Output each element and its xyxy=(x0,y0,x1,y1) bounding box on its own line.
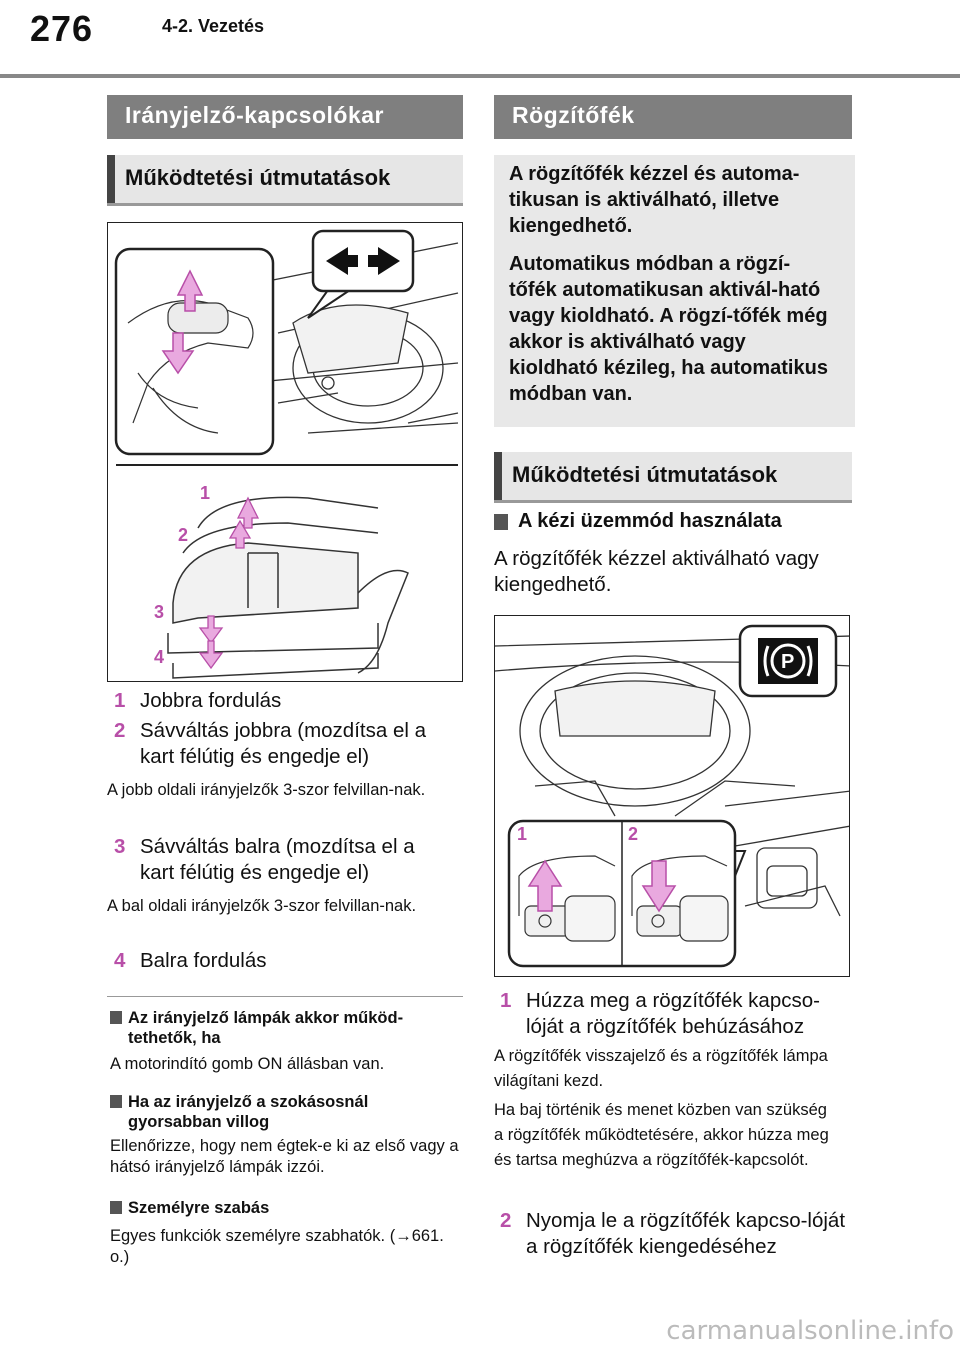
square-bullet-icon xyxy=(110,1095,122,1108)
left-step-3: 3 Sávváltás balra (mozdítsa el a kart fé… xyxy=(114,834,470,886)
note-2-title: Ha az irányjelző a szokásosnál gyorsabba… xyxy=(110,1092,466,1132)
step-1-note-2: Ha baj történik és menet közben van szük… xyxy=(494,1101,829,1169)
step-number: 1 xyxy=(114,689,126,712)
note-2-body: Ellenőrizze, hogy nem égtek-e ki az első… xyxy=(110,1137,459,1176)
step-text: Sávváltás balra (mozdítsa el a kart félú… xyxy=(140,835,415,884)
square-bullet-icon xyxy=(110,1011,122,1024)
figure-label-2: 2 xyxy=(178,525,188,545)
note-1-title: Az irányjelző lámpák akkor működ-tethető… xyxy=(110,1008,466,1048)
right-arrow-icon xyxy=(368,247,400,275)
turn-arrows-callout xyxy=(311,229,415,293)
figure-label-2: 2 xyxy=(628,824,638,844)
turn-signal-band: Irányjelző-kapcsolókar xyxy=(107,95,463,139)
step-1-note-1: A rögzítőfék visszajelző és a rögzítőfék… xyxy=(494,1047,828,1090)
turn-signal-figure: 1 2 3 4 xyxy=(107,222,463,682)
watermark: carmanualsonline.info xyxy=(666,1316,954,1346)
note-title-text: Ha az irányjelző a szokásosnál gyorsabba… xyxy=(128,1093,369,1131)
step-text: Balra fordulás xyxy=(140,949,267,972)
square-bullet-icon xyxy=(110,1201,122,1214)
p-indicator-icon xyxy=(770,643,806,679)
figure-label-4: 4 xyxy=(154,647,164,667)
svg-text:P: P xyxy=(781,651,794,673)
figure-label-1: 1 xyxy=(517,824,527,844)
lever-inset xyxy=(114,247,275,456)
left-step-2: 2 Sávváltás jobbra (mozdítsa el a kart f… xyxy=(114,718,470,770)
figure-label-1: 1 xyxy=(200,483,210,503)
step-number: 3 xyxy=(114,835,126,858)
lever-positions-drawing xyxy=(167,496,409,679)
note-3-body: Egyes funkciók személyre szabhatók. (→66… xyxy=(110,1227,444,1266)
arrow-up-icon xyxy=(176,269,204,312)
position-3-arrow xyxy=(198,615,224,645)
parking-brake-figure: P 1 2 xyxy=(494,615,850,977)
figure-label-3: 3 xyxy=(154,602,164,622)
arrow-down-icon xyxy=(161,332,195,375)
right-step-1: 1 Húzza meg a rögzítőfék kapcso-lóját a … xyxy=(500,988,855,1040)
info-paragraph-1: A rögzítőfék kézzel és automa-tikusan is… xyxy=(509,163,800,237)
position-2-arrow xyxy=(228,519,252,549)
left-step-4: 4 Balra fordulás xyxy=(114,948,470,974)
push-down-arrow xyxy=(641,860,677,913)
parking-brake-subhead: Működtetési útmutatások xyxy=(494,452,852,503)
manual-mode-body: A rögzítőfék kézzel aktiválható vagy kie… xyxy=(494,547,819,596)
note-3-title: Személyre szabás xyxy=(110,1198,466,1220)
header-rule xyxy=(0,74,960,78)
square-bullet-icon xyxy=(494,514,508,530)
step-text: Nyomja le a rögzítőfék kapcso-lóját a rö… xyxy=(526,1209,846,1258)
step-number: 2 xyxy=(114,719,126,742)
left-arrow-icon xyxy=(326,247,358,275)
manual-mode-title: A kézi üzemmód használata xyxy=(494,510,854,536)
step-text: Jobbra fordulás xyxy=(140,689,282,712)
cockpit-drawing xyxy=(495,635,849,917)
step-number: 4 xyxy=(114,949,126,972)
step-3-note: A bal oldali irányjelzők 3-szor felvilla… xyxy=(107,897,417,915)
switch-drawing xyxy=(518,855,729,942)
left-step-1: 1 Jobbra fordulás xyxy=(114,688,470,714)
note-1-body: A motorindító gomb ON állásban van. xyxy=(110,1055,385,1073)
note-title-text: Személyre szabás xyxy=(128,1199,270,1217)
parking-brake-illustration: P 1 2 xyxy=(495,624,849,968)
info-paragraph-2: Automatikus módban a rögzí-tőfék automat… xyxy=(509,253,828,405)
parking-brake-band: Rögzítőfék xyxy=(494,95,852,139)
section-header: 4-2. Vezetés xyxy=(162,16,265,36)
turn-signal-subhead: Működtetési útmutatások xyxy=(107,155,463,206)
right-step-2: 2 Nyomja le a rögzítőfék kapcso-lóját a … xyxy=(500,1208,855,1260)
page-number: 276 xyxy=(30,8,94,49)
pull-up-arrow xyxy=(527,859,563,912)
step-text: Sávváltás jobbra (mozdítsa el a kart fél… xyxy=(140,719,426,768)
step-2-note: A jobb oldali irányjelzők 3-szor felvill… xyxy=(107,781,426,799)
position-4-arrow xyxy=(198,640,224,670)
note-title-text: Az irányjelző lámpák akkor működ-tethető… xyxy=(128,1009,404,1047)
step-text: Húzza meg a rögzítőfék kapcso-lóját a rö… xyxy=(526,989,820,1038)
parking-brake-infobox: A rögzítőfék kézzel és automa-tikusan is… xyxy=(494,155,855,427)
position-1-arrow xyxy=(236,496,260,529)
step-number: 1 xyxy=(500,989,512,1012)
step-number: 2 xyxy=(500,1209,512,1232)
notes-divider xyxy=(107,996,463,997)
turn-signal-illustration: 1 2 3 4 xyxy=(114,229,459,679)
manual-title-text: A kézi üzemmód használata xyxy=(518,510,782,532)
